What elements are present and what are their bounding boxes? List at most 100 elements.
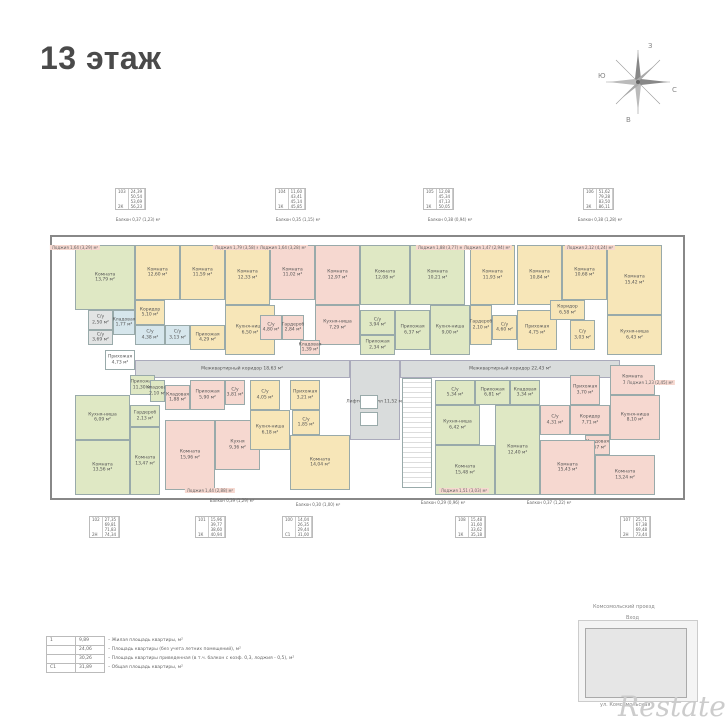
storage: [113, 310, 135, 335]
kitchen: [607, 315, 662, 355]
apt-value: 26,35: [295, 522, 313, 527]
legend-text: – Площадь квартиры приведенная (в т.ч. б…: [108, 656, 295, 661]
room: [165, 420, 215, 490]
apt-code: 3К: [584, 204, 597, 209]
apt-code: [424, 194, 437, 199]
loggia-label: Лоджия 1,47 (2,94) м²: [461, 245, 513, 250]
apt-value: 25,71: [633, 517, 651, 522]
apt-code: [584, 199, 597, 204]
loggia-label: Лоджия 1,23 (2,45) м²: [624, 380, 676, 385]
storage: [165, 385, 190, 410]
bathroom: [250, 380, 280, 410]
storage: [300, 340, 320, 355]
apt-code: 1К: [424, 204, 437, 209]
corridor-right-label: Межквартирный коридор 22,43 м²: [469, 366, 551, 372]
apt-value: 50,54: [128, 194, 146, 199]
floor-plan: Межквартирный коридор 18,63 м² Межкварти…: [30, 180, 700, 520]
balcony-label: Балкон 0,35 (1,15) м²: [275, 217, 321, 222]
kitchen: [610, 395, 660, 440]
apt-code: [90, 522, 103, 527]
kitchen: [315, 305, 360, 345]
room: [595, 455, 655, 495]
balcony-label: Балкон 0,37 (1,22) м²: [526, 500, 572, 505]
hall: [475, 380, 510, 405]
balcony-label: Балкон 0,30 (1,00) м²: [295, 502, 341, 507]
apt-code: 2К: [116, 204, 129, 209]
apt-code: 101: [196, 517, 209, 522]
hall: [570, 405, 610, 435]
apt-code: [196, 522, 209, 527]
corridor-left-label: Межквартирный коридор 18,63 м²: [201, 366, 283, 372]
bathroom: [292, 410, 320, 435]
hall: [290, 380, 320, 410]
apt-code: [456, 522, 469, 527]
room: [435, 445, 495, 495]
apt-code: [116, 199, 129, 204]
apt-code: 105: [424, 189, 437, 194]
compass-label-top: З: [648, 42, 653, 50]
bathroom: [135, 325, 165, 345]
room: [540, 440, 595, 495]
apt-value: 45,14: [288, 199, 306, 204]
apt-value: 24,39: [128, 189, 146, 194]
kitchen: [430, 305, 470, 355]
loggia-label: Лоджия 1,88 (3,77) м²: [415, 245, 467, 250]
apt-value: 12,08: [436, 189, 454, 194]
apt-value: 33,62: [468, 527, 486, 532]
apt-code: 2Н: [90, 532, 103, 537]
apt-code: 102: [90, 517, 103, 522]
room: [290, 435, 350, 490]
compass-star-icon: [606, 50, 670, 114]
apt-value: 27,35: [102, 517, 120, 522]
staircase: [402, 378, 432, 488]
apt-value: 29,44: [295, 527, 313, 532]
apt-value: 69,81: [102, 522, 120, 527]
room: [225, 245, 270, 305]
legend-value: 24,06: [75, 645, 105, 655]
bathroom: [260, 315, 282, 340]
apt-code: [584, 194, 597, 199]
apt-code: [276, 194, 289, 199]
legend-value: 31,89: [75, 663, 105, 673]
apt-value: 14,04: [295, 517, 313, 522]
apt-code: [283, 527, 296, 532]
apt-value: 71,83: [102, 527, 120, 532]
apt-code: 1К: [196, 532, 209, 537]
kitchen: [435, 405, 480, 445]
balcony-label: Балкон 0,39 (1,29) м²: [209, 498, 255, 503]
apt-code: [276, 199, 289, 204]
apt-code: [283, 522, 296, 527]
apt-code: 100: [283, 517, 296, 522]
loggia-label: Лоджия 1,64 (3,28) м²: [257, 245, 309, 250]
apt-code: [424, 199, 437, 204]
apt-value: 47,13: [436, 199, 454, 204]
apt-code: [621, 527, 634, 532]
